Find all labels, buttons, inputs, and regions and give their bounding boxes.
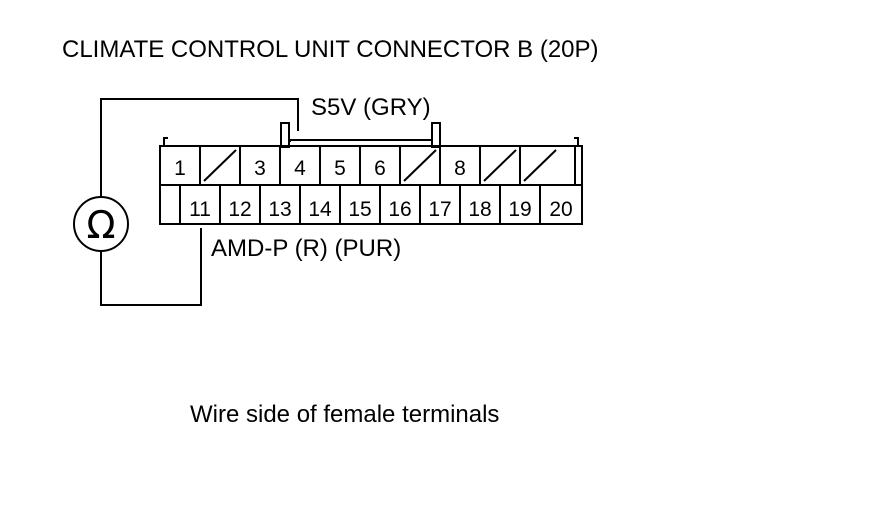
pin-label-3: 3 xyxy=(254,157,266,180)
top-probe-label: S5V (GRY) xyxy=(311,94,431,121)
pin-label-1: 1 xyxy=(174,157,186,180)
diagram-caption: Wire side of female terminals xyxy=(190,401,500,428)
connector-top-row: 1 3 4 5 6 8 xyxy=(174,146,576,185)
empty-cavity-mark xyxy=(483,149,517,182)
pin-label-11: 11 xyxy=(189,198,211,221)
pin-label-19: 19 xyxy=(508,198,531,221)
empty-cavity-mark xyxy=(523,149,557,182)
connector-left-ear xyxy=(159,137,168,224)
pin-label-8: 8 xyxy=(454,157,466,180)
ohmmeter: Ω xyxy=(73,196,129,252)
pin-label-6: 6 xyxy=(374,157,386,180)
meter-wiring xyxy=(100,98,433,306)
wire-to-top-probe xyxy=(100,98,299,198)
connector-body xyxy=(159,137,583,225)
pin-label-20: 20 xyxy=(549,198,572,221)
probe-bridge xyxy=(289,139,433,142)
top-probe-left xyxy=(280,122,290,148)
pin-label-13: 13 xyxy=(268,198,291,221)
empty-cavity-mark xyxy=(403,149,437,182)
bottom-probe-label: AMD-P (R) (PUR) xyxy=(211,235,402,262)
pin-label-16: 16 xyxy=(388,198,411,221)
pin-label-17: 17 xyxy=(428,198,451,221)
pin-label-18: 18 xyxy=(468,198,491,221)
pin-label-12: 12 xyxy=(228,198,251,221)
ohmmeter-circle xyxy=(73,196,129,252)
pin-label-14: 14 xyxy=(308,198,332,221)
top-probe-right xyxy=(431,122,441,148)
ohm-icon: Ω xyxy=(86,203,115,247)
pin-label-4: 4 xyxy=(294,157,306,180)
pin-label-5: 5 xyxy=(334,157,346,180)
diagram-title: CLIMATE CONTROL UNIT CONNECTOR B (20P) xyxy=(62,36,599,63)
wire-to-bottom-probe xyxy=(100,228,202,306)
empty-cavity-mark xyxy=(203,149,237,182)
probes xyxy=(280,122,441,148)
pin-label-15: 15 xyxy=(348,198,371,221)
connector-bottom-row: 11 12 13 14 15 16 17 18 19 20 xyxy=(179,185,573,224)
